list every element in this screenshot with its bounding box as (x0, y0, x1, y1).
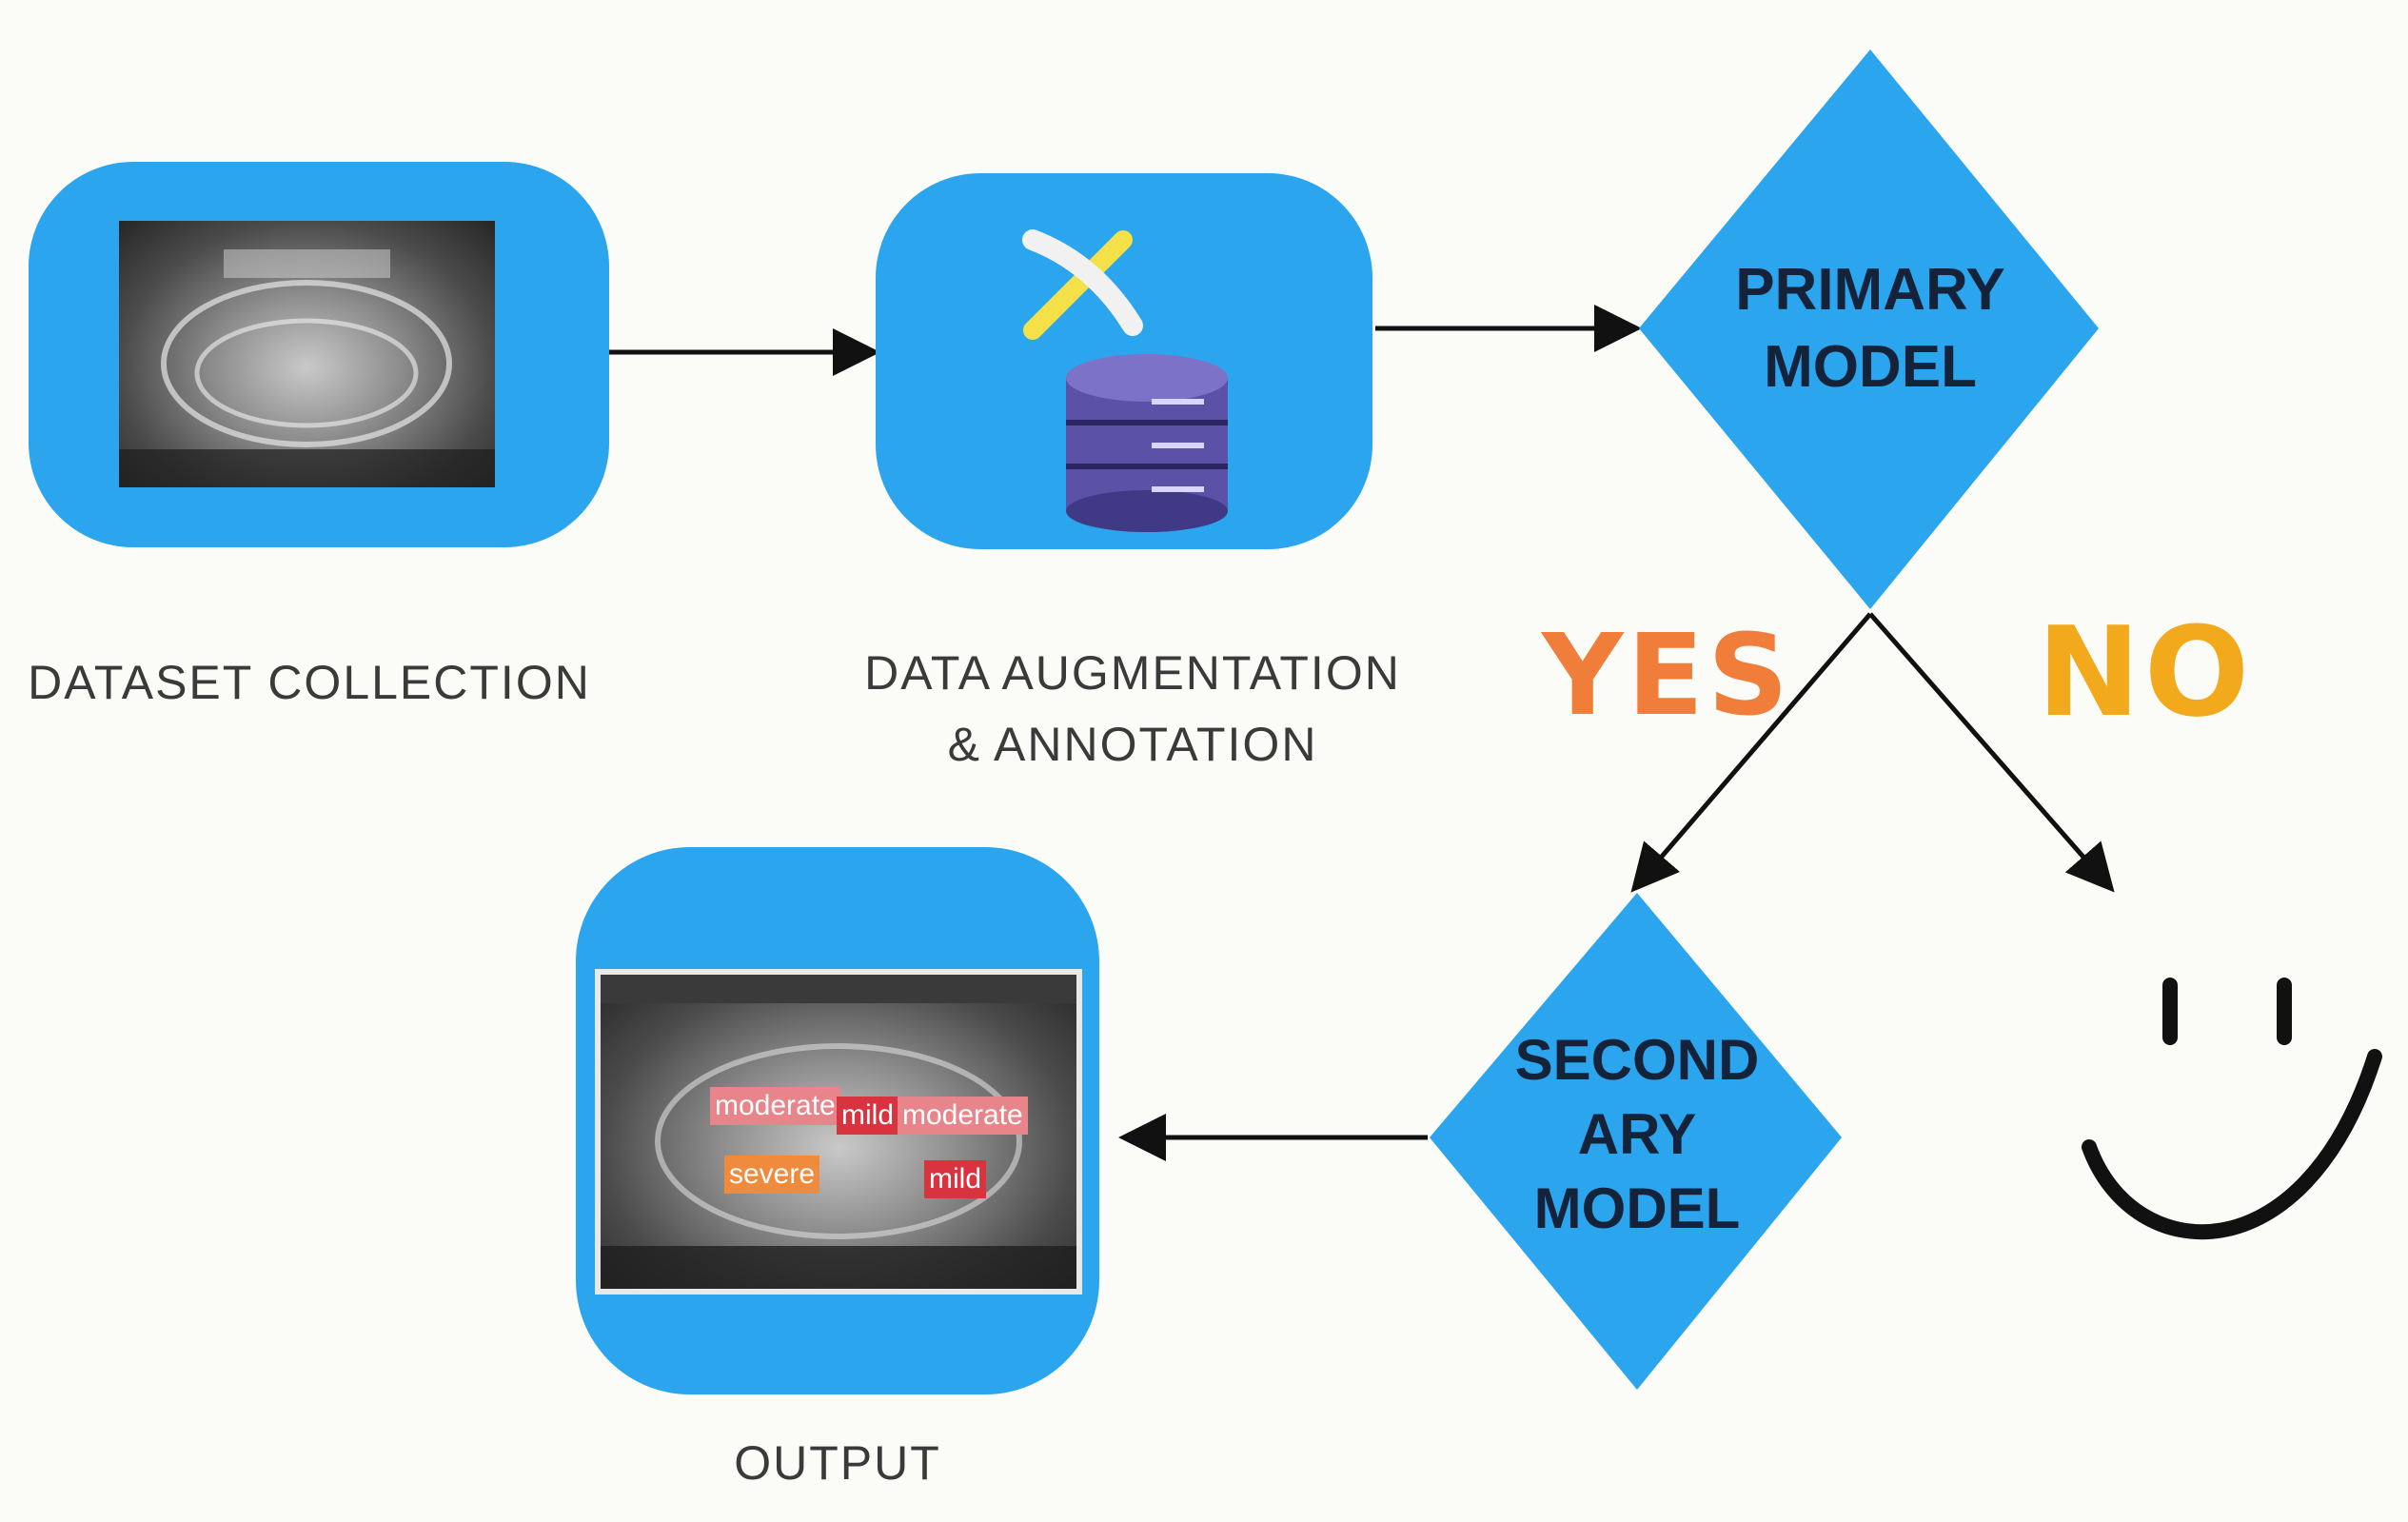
database-pickaxe-icon (1022, 229, 1228, 532)
output-caption: OUTPUT (734, 1436, 941, 1490)
augmentation-caption-line2: & ANNOTATION (947, 718, 1318, 771)
smiley-face-icon (2082, 978, 2382, 1240)
primary-model-line2: MODEL (1764, 333, 1977, 400)
panoramic-xray-image (119, 221, 495, 487)
arrow-primary-to-secondary (1630, 612, 1872, 893)
primary-model-label: PRIMARY MODEL (1675, 252, 2065, 405)
secondary-model-line2: ARY (1577, 1102, 1697, 1166)
output-tag: mild (924, 1160, 987, 1198)
primary-model-line1: PRIMARY (1735, 257, 2005, 323)
output-tag: severe (724, 1156, 820, 1194)
secondary-model-line3: MODEL (1533, 1176, 1741, 1240)
secondary-model-diamond (1430, 893, 1842, 1390)
output-tag: moderate (898, 1097, 1028, 1135)
output-tag: mild (837, 1097, 899, 1135)
annotated-xray-image: moderate mild moderate severe mild (595, 969, 1082, 1295)
dataset-caption: DATASET COLLECTION (28, 656, 591, 709)
augmentation-caption-line1: DATA AUGMENTATION (864, 646, 1401, 700)
yes-label: YES (1542, 609, 1793, 741)
arrow-primary-to-smiley (1868, 612, 2115, 893)
no-label: NO (2037, 600, 2254, 744)
secondary-model-label: SECOND ARY MODEL (1456, 1023, 1818, 1246)
output-tag: moderate (710, 1087, 840, 1125)
secondary-model-line1: SECOND (1514, 1028, 1760, 1092)
augmentation-caption: DATA AUGMENTATION & ANNOTATION (838, 638, 1428, 781)
primary-model-diamond (1639, 49, 2099, 609)
